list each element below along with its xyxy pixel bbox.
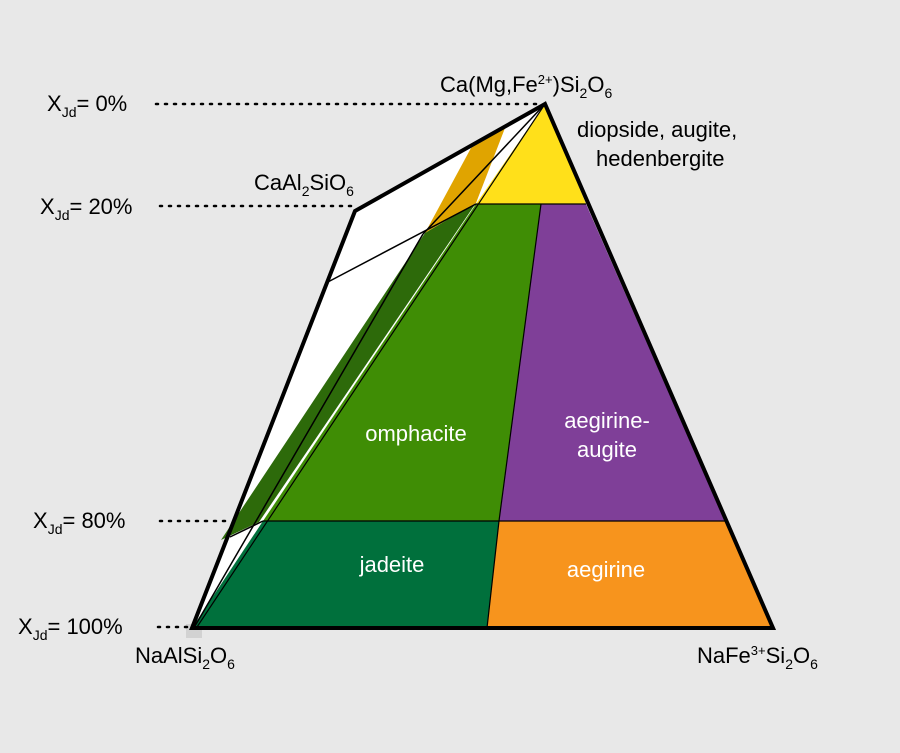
divider-jadeite-aegirine (486, 520, 500, 629)
boundary-line-upper (422, 103, 546, 235)
diopside-label-line1: diopside, augite, (577, 117, 737, 142)
orange-band (425, 128, 505, 233)
aegirine-label: aegirine (567, 557, 645, 582)
jadeite-region (192, 521, 499, 628)
boundary-line-lower (194, 233, 424, 627)
diopside-augite-hedenbergite-region (476, 104, 586, 204)
dark-green-band (221, 203, 476, 540)
scale-label-80: XJd= 80% (33, 508, 125, 537)
vertex-label-top: Ca(Mg,Fe2+)Si2O6 (440, 72, 612, 101)
aegirine-augite-label-line1: aegirine- (564, 408, 650, 433)
omphacite-label: omphacite (365, 421, 467, 446)
divider-80-percent (229, 520, 264, 538)
vertex-label-right: NaFe3+Si2O6 (697, 643, 818, 672)
scale-label-0: XJd= 0% (47, 91, 127, 120)
inner-boundary-line (196, 103, 546, 628)
vertex-label-left: NaAlSi2O6 (135, 643, 235, 672)
diopside-label-line2: hedenbergite (596, 146, 724, 171)
scale-label-100: XJd= 100% (18, 614, 123, 643)
divider-omphacite-aegirine (498, 203, 542, 522)
diagram-outline (189, 101, 777, 630)
divider-20-percent (325, 203, 477, 284)
vertex-label-upper-left: CaAl2SiO6 (254, 170, 354, 199)
omphacite-region (263, 204, 541, 521)
aegirine-region (487, 521, 773, 628)
jadeite-label: jadeite (359, 552, 425, 577)
scale-label-20: XJd= 20% (40, 194, 132, 223)
aegirine-augite-label-line2: augite (577, 437, 637, 462)
aegirine-augite-region (499, 204, 725, 521)
